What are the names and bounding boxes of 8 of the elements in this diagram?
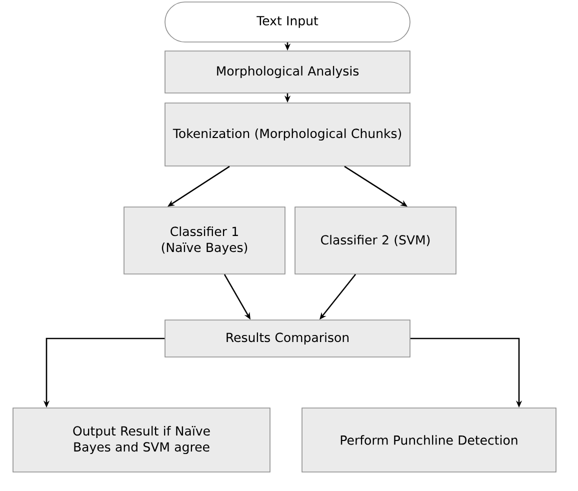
process-box: Classifier 1 (Naïve Bayes) xyxy=(124,206,286,274)
process-box: Results Comparison xyxy=(164,320,410,358)
start-terminal: Text Input xyxy=(164,2,410,42)
process-box: Morphological Analysis xyxy=(164,50,410,94)
process-box: Tokenization (Morphological Chunks) xyxy=(164,102,410,166)
process-box: Classifier 2 (SVM) xyxy=(294,206,456,274)
process-box: Output Result if Naïve Bayes and SVM agree xyxy=(12,408,270,472)
process-box: Perform Punchline Detection xyxy=(302,408,556,472)
